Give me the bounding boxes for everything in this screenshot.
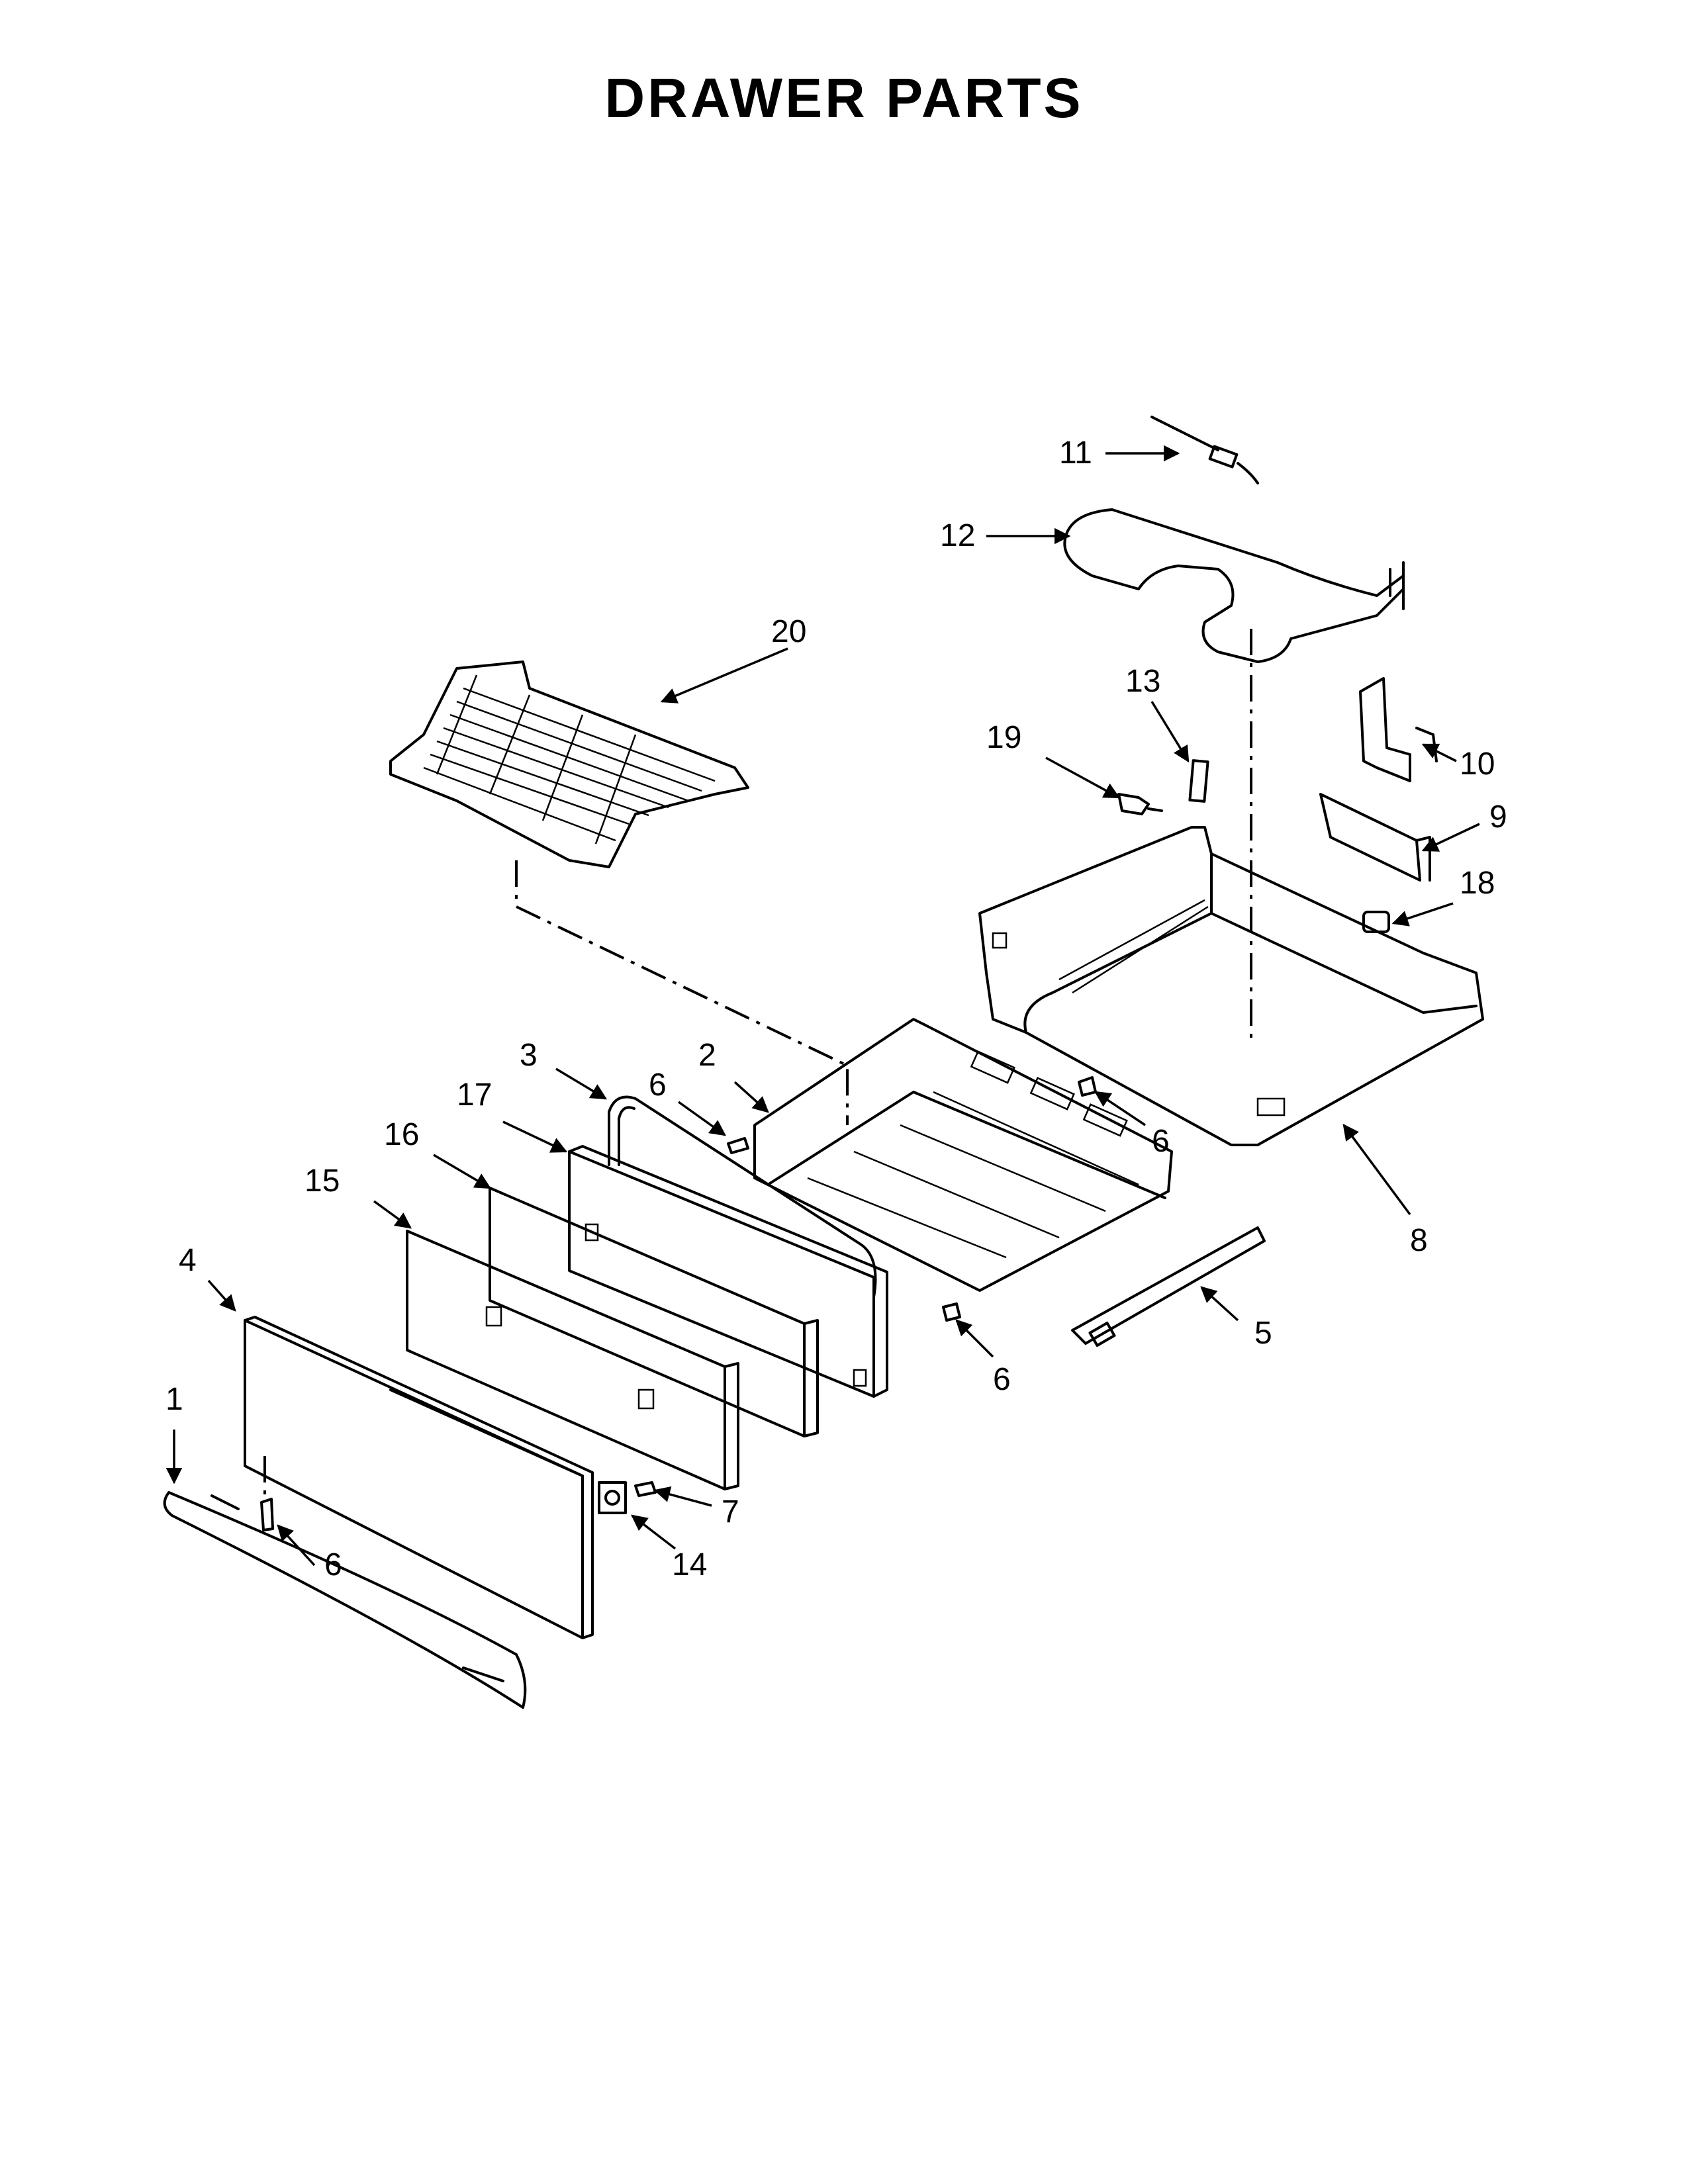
part-clip-18 xyxy=(1362,911,1390,933)
part-drawer-pan xyxy=(753,1018,1173,1292)
callout-2: 2 xyxy=(698,1038,716,1073)
callout-7: 7 xyxy=(722,1494,739,1529)
part-slide-rail xyxy=(1071,1226,1266,1347)
callout-10: 10 xyxy=(1460,747,1495,782)
callout-17: 17 xyxy=(457,1077,492,1113)
part-sensor xyxy=(1150,416,1259,484)
callout-3: 3 xyxy=(520,1038,538,1073)
callout-15: 15 xyxy=(305,1163,340,1199)
page-title: DRAWER PARTS xyxy=(604,67,1084,129)
callout-5: 5 xyxy=(1254,1316,1272,1351)
callout-9: 9 xyxy=(1489,799,1507,835)
callout-8: 8 xyxy=(1410,1223,1428,1258)
callout-1: 1 xyxy=(165,1382,183,1417)
callout-13: 13 xyxy=(1125,664,1160,699)
part-inner-panel xyxy=(568,1145,888,1398)
callout-18: 18 xyxy=(1460,866,1495,901)
part-bracket-10 xyxy=(1359,677,1438,782)
callout-20: 20 xyxy=(771,614,806,649)
part-oven-rack xyxy=(389,660,749,868)
alignment-lines xyxy=(263,629,1252,1502)
part-glass-panel xyxy=(489,1187,819,1437)
part-handle-bracket xyxy=(608,1095,877,1298)
callout-6a: 6 xyxy=(649,1068,667,1103)
callout-19: 19 xyxy=(986,720,1021,755)
part-bake-element xyxy=(1063,508,1405,663)
part-drawer-housing xyxy=(978,826,1484,1146)
callout-6d: 6 xyxy=(324,1547,342,1582)
part-screw-19 xyxy=(1117,793,1163,815)
callout-14: 14 xyxy=(672,1547,707,1582)
part-screws xyxy=(260,1076,1097,1531)
callout-6b: 6 xyxy=(1152,1124,1170,1159)
part-insulation-panel xyxy=(406,1230,739,1490)
part-switch-14 xyxy=(598,1481,627,1514)
callout-16: 16 xyxy=(384,1117,419,1152)
part-drawer-front xyxy=(244,1316,594,1639)
part-bracket-13 xyxy=(1188,759,1209,803)
part-handle xyxy=(163,1491,527,1709)
callout-labels: 1 2 3 4 5 6 6 6 6 7 8 9 10 11 12 13 14 1… xyxy=(165,435,1507,1582)
callout-4: 4 xyxy=(179,1243,197,1278)
part-shield-9 xyxy=(1319,793,1431,882)
callout-11: 11 xyxy=(1059,435,1092,471)
callout-leaders xyxy=(165,445,1480,1567)
callout-12: 12 xyxy=(940,518,975,553)
callout-6c: 6 xyxy=(993,1362,1011,1397)
